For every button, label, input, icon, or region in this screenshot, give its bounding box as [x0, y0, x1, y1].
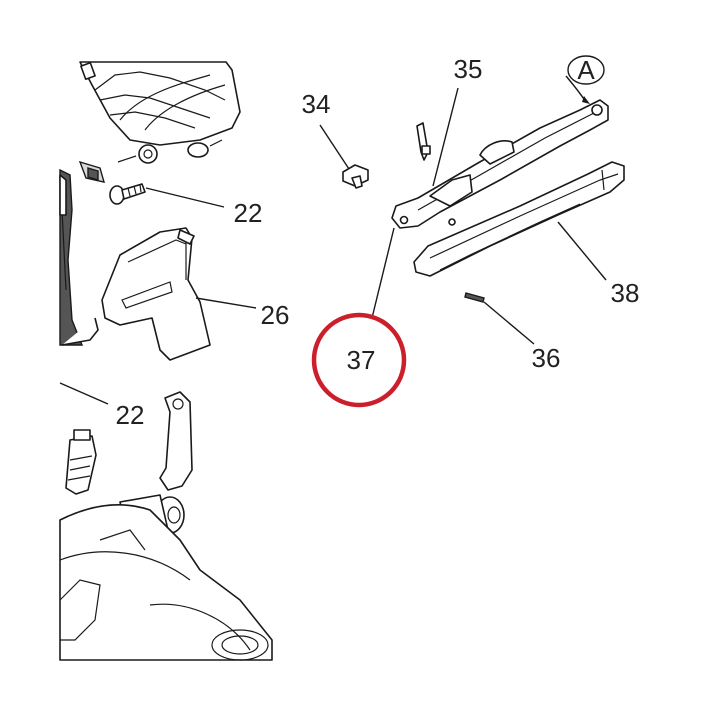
leader-26 [195, 297, 257, 309]
screw-34 [342, 164, 369, 189]
left-panel [59, 168, 99, 346]
arrow-A [582, 96, 590, 104]
part-37-bracket [391, 99, 609, 229]
callout-A: A [577, 55, 595, 85]
leader-38 [557, 221, 607, 281]
leader-22-upper [145, 187, 225, 208]
pin-35 [416, 122, 431, 161]
lower-assembly [59, 391, 273, 661]
highlight-circle [311, 312, 407, 408]
callout-37: 37 [347, 345, 376, 375]
leader-37 [371, 227, 395, 319]
leader-22-lower [59, 382, 109, 405]
callout-36: 36 [532, 343, 561, 373]
callout-34: 34 [302, 89, 331, 119]
callout-38: 38 [611, 278, 640, 308]
pin-36 [464, 292, 485, 303]
callout-22-lower: 22 [116, 400, 145, 430]
callout-A-circle [567, 55, 605, 85]
leader-35 [432, 87, 459, 187]
callout-35: 35 [454, 54, 483, 84]
upper-housing [78, 61, 241, 183]
part-26-cover [101, 227, 211, 361]
screw-22-upper [109, 183, 146, 205]
part-38-guard [413, 161, 625, 277]
leader-36 [483, 301, 535, 345]
leader-34 [319, 124, 350, 170]
callout-26: 26 [261, 300, 290, 330]
callout-22-upper: 22 [234, 198, 263, 228]
